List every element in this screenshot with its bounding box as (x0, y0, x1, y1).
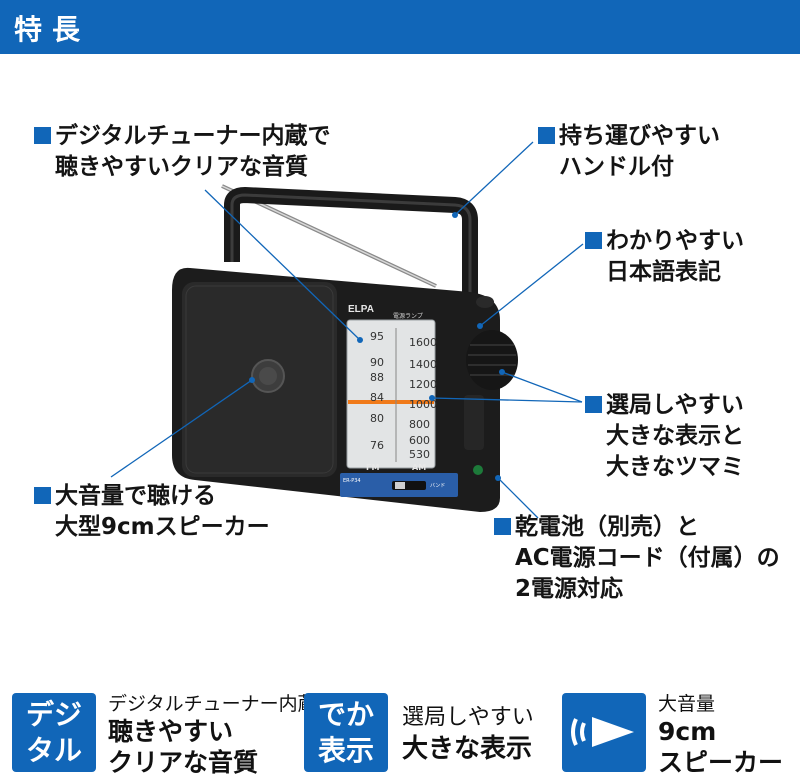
callout-digital-line2: 聴きやすいクリアな音質 (55, 154, 308, 180)
bullet-square (585, 396, 602, 413)
bullet-square (34, 487, 51, 504)
earphone-jack (473, 465, 483, 475)
volume-slider (464, 395, 484, 450)
callout-power: 乾電池（別売）と AC電源コード（付属）の 2電源対応 (494, 512, 780, 605)
tuning-knob (466, 330, 518, 390)
am-1600: 1600 (409, 336, 437, 349)
svg-text:ER-P34: ER-P34 (343, 478, 361, 484)
callout-speaker: 大音量で聴ける 大型9cmスピーカー (34, 481, 270, 543)
am-1400: 1400 (409, 358, 437, 371)
feature-digital-big2: クリアな音質 (108, 748, 259, 777)
callout-handle-line2: ハンドル付 (559, 154, 674, 180)
am-label: AM (412, 463, 426, 472)
feature-speaker-big1: 9cm (658, 717, 717, 746)
fm-88: 88 (370, 371, 384, 384)
fm-84: 84 (370, 391, 384, 404)
callout-digital: デジタルチューナー内蔵で 聴きやすいクリアな音質 (34, 121, 331, 183)
lamp-label: 電源ランプ (393, 312, 423, 320)
bullet-square (538, 127, 555, 144)
page-title: 特長 (14, 13, 91, 46)
feature-speaker-small: 大音量 (658, 693, 716, 715)
callout-tuning: 選局しやすい 大きな表示と 大きなツマミ (585, 390, 744, 483)
line-speaker (110, 379, 253, 478)
feature-display-big: 大きな表示 (402, 734, 533, 764)
badge-digital-l2: タル (25, 734, 82, 767)
fm-80: 80 (370, 412, 384, 425)
feature-digital-big1: 聴きやすい (108, 717, 234, 746)
bullet-square (494, 518, 511, 535)
callout-speaker-line2: 大型9cmスピーカー (55, 514, 270, 540)
line-power (497, 477, 539, 519)
feature-speaker-big2: スピーカー (658, 748, 784, 777)
feature-speaker: 大音量 9cm スピーカー (658, 692, 783, 778)
badge-big-display-l1: でか (317, 698, 374, 731)
callout-japanese: わかりやすい 日本語表記 (585, 226, 744, 288)
callout-japanese-line2: 日本語表記 (606, 259, 721, 285)
fm-95: 95 (370, 330, 384, 343)
line-digital (204, 189, 361, 341)
am-1000: 1000 (409, 398, 437, 411)
callout-handle: 持ち運びやすい ハンドル付 (538, 121, 720, 183)
radio-illustration: ELPA 電源ランプ 95 90 88 84 80 76 1600 1400 1… (110, 141, 584, 519)
power-lamp (476, 296, 494, 308)
dial-window (347, 320, 435, 468)
badge-digital: デジ タル (12, 693, 96, 772)
am-600: 600 (409, 434, 430, 447)
callout-japanese-line1: わかりやすい (606, 228, 744, 254)
callout-digital-line1: デジタルチューナー内蔵で (55, 123, 331, 149)
badge-speaker (562, 693, 646, 772)
bullet-square (585, 232, 602, 249)
speaker-icon (571, 717, 634, 747)
feature-digital-small: デジタルチューナー内蔵 (108, 693, 317, 715)
fm-90: 90 (370, 356, 384, 369)
feature-digital: デジタルチューナー内蔵 聴きやすい クリアな音質 (108, 692, 317, 778)
badge-big-display-l2: 表示 (317, 734, 374, 767)
callout-speaker-line1: 大音量で聴ける (55, 483, 216, 509)
badge-digital-l1: デジ (25, 698, 82, 731)
brand-logo: ELPA (348, 304, 374, 315)
bullet-square (34, 127, 51, 144)
callout-power-line1: 乾電池（別売）と (515, 514, 699, 540)
feature-display: 選局しやすい 大きな表示 (402, 704, 534, 766)
feature-display-small: 選局しやすい (402, 705, 534, 730)
header-bar: 特長 (0, 0, 800, 54)
am-1200: 1200 (409, 378, 437, 391)
callout-power-line2: AC電源コード（付属）の (515, 545, 780, 571)
badge-big-display: でか 表示 (304, 693, 388, 772)
line-japanese (479, 243, 584, 327)
callout-handle-line1: 持ち運びやすい (559, 123, 720, 149)
line-knob (501, 371, 583, 403)
callout-tuning-line2: 大きな表示と (606, 423, 744, 449)
callout-tuning-line3: 大きなツマミ (606, 454, 744, 480)
am-530: 530 (409, 448, 430, 461)
fm-76: 76 (370, 439, 384, 452)
callout-power-line3: 2電源対応 (515, 576, 624, 602)
am-800: 800 (409, 418, 430, 431)
fm-label: FM (366, 463, 379, 472)
svg-text:バンド: バンド (430, 483, 445, 489)
line-dial (431, 397, 583, 403)
callout-tuning-line1: 選局しやすい (606, 392, 744, 418)
line-handle (454, 141, 534, 216)
